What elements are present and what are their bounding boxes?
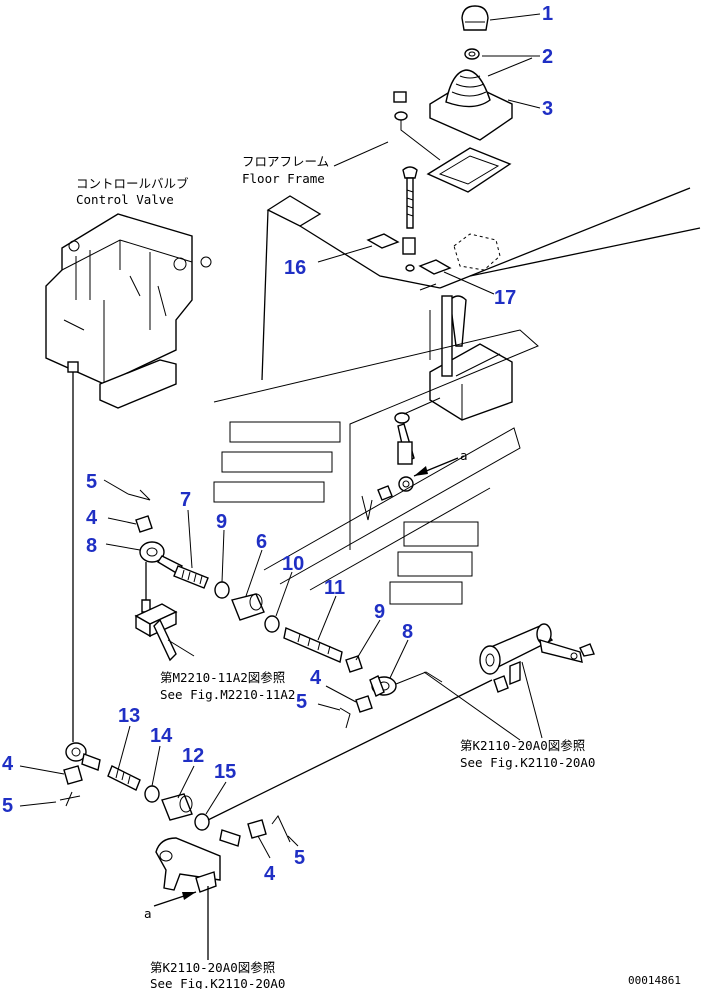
- view-a-bottom: a: [144, 906, 152, 921]
- boot: [429, 69, 513, 141]
- callout-10: 10: [282, 553, 304, 575]
- ref-k2110-bottom-en: See Fig.K2110-20A0: [150, 976, 285, 989]
- callout-2: 2: [542, 46, 553, 68]
- floor-frame-label-en: Floor Frame: [242, 171, 325, 186]
- lower-lever: [155, 837, 221, 960]
- nut-4d: [247, 819, 267, 839]
- drawing-code: 00014861: [628, 974, 681, 987]
- shift-lever: [429, 295, 513, 421]
- floor-frame-label-ja: フロアフレーム: [242, 154, 329, 169]
- callout-5a: 5: [86, 471, 97, 493]
- nut-4c: [63, 765, 83, 785]
- rod-end-lower: [65, 742, 101, 771]
- boot-plate: [426, 147, 512, 193]
- control-valve: [45, 213, 212, 409]
- lever-link: [394, 397, 441, 492]
- callout-14: 14: [150, 725, 173, 747]
- bolt-7: [173, 565, 209, 589]
- washer-9b: [345, 655, 363, 673]
- spacer-12: [161, 793, 193, 821]
- callout-4b: 4: [310, 667, 322, 689]
- callout-11: 11: [324, 577, 345, 599]
- callout-9a: 9: [216, 511, 227, 533]
- bracket-m2210: [134, 562, 195, 662]
- nut-top: [361, 485, 393, 521]
- view-a-top: a: [460, 448, 468, 463]
- callout-4a: 4: [86, 507, 98, 529]
- text-labels: コントロールバルブ Control Valve フロアフレーム Floor Fr…: [76, 154, 681, 989]
- control-valve-label-ja: コントロールバルブ: [76, 176, 189, 191]
- callout-4c: 4: [2, 753, 14, 775]
- callouts: 1 2 3 16 17 5 4 7 8 9 6 10 11 9 8 4 5 13…: [2, 3, 553, 885]
- ref-k2110-right-ja: 第K2110-20A0図参照: [460, 738, 585, 753]
- nut-4a: [135, 515, 153, 533]
- plate-16: [366, 233, 400, 249]
- callout-9b: 9: [374, 601, 385, 623]
- callout-5d: 5: [294, 847, 305, 869]
- bolt-11: [283, 627, 343, 663]
- shaft-k2110: [479, 623, 595, 693]
- control-valve-label-en: Control Valve: [76, 192, 174, 207]
- callout-12: 12: [182, 745, 204, 767]
- callout-3: 3: [542, 98, 553, 120]
- washer-10: [264, 615, 280, 633]
- callout-5c: 5: [2, 795, 13, 817]
- callout-6: 6: [256, 531, 267, 553]
- callout-1: 1: [542, 3, 553, 25]
- ref-k2110-right-en: See Fig.K2110-20A0: [460, 755, 595, 770]
- leader-lines: [19, 13, 541, 859]
- washer-9a: [214, 581, 230, 599]
- bolt-13: [107, 765, 141, 791]
- ref-m2210-ja: 第M2210-11A2図参照: [160, 670, 285, 685]
- callout-16: 16: [284, 257, 306, 279]
- rod-end-8b: [369, 675, 397, 697]
- nut-4b: [355, 695, 373, 713]
- callout-17: 17: [494, 287, 516, 309]
- leader: [400, 120, 441, 161]
- nut-washer-small: [393, 91, 408, 121]
- callout-13: 13: [118, 705, 140, 727]
- washer-15: [194, 813, 210, 831]
- plate-17: [418, 259, 452, 275]
- ref-m2210-en: See Fig.M2210-11A2: [160, 687, 295, 702]
- gear-plate: [453, 233, 501, 271]
- callout-8b: 8: [402, 621, 413, 643]
- flow-guide: [213, 329, 539, 605]
- ref-k2110-bottom-ja: 第K2110-20A0図参照: [150, 960, 275, 975]
- callout-4d: 4: [264, 863, 276, 885]
- callout-7: 7: [180, 489, 191, 511]
- shift-knob: [461, 5, 489, 31]
- lever-bolt: [402, 166, 418, 272]
- floor-frame: [261, 141, 701, 381]
- callout-15: 15: [214, 761, 236, 783]
- washer-14: [144, 785, 160, 803]
- callout-5b: 5: [296, 691, 307, 713]
- nut-2: [464, 48, 480, 60]
- pin-lower: [219, 829, 241, 847]
- spacer-6: [231, 593, 265, 621]
- callout-8a: 8: [86, 535, 97, 557]
